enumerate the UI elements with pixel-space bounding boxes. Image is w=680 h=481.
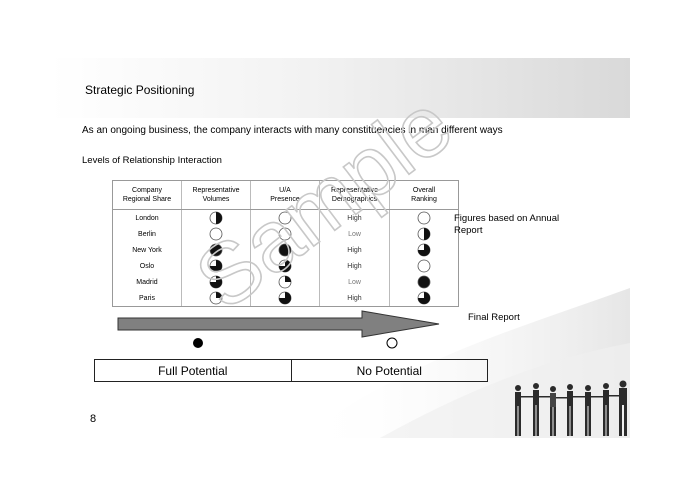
harvey-ball-icon xyxy=(209,211,223,225)
volumes-cell xyxy=(181,274,251,290)
city-cell: Berlin xyxy=(112,226,182,242)
harvey-ball-icon xyxy=(417,291,431,305)
ranking-cell xyxy=(389,209,459,226)
harvey-ball-icon xyxy=(417,227,431,241)
demographics-cell: Low xyxy=(319,274,390,290)
presence-cell xyxy=(250,274,320,290)
slide-subtitle: As an ongoing business, the company inte… xyxy=(82,125,503,136)
ranking-cell xyxy=(389,258,459,274)
ranking-cell xyxy=(389,274,459,290)
harvey-ball-icon xyxy=(209,275,223,289)
demographics-cell: Low xyxy=(319,226,390,242)
harvey-ball-icon xyxy=(209,227,223,241)
harvey-ball-icon xyxy=(417,243,431,257)
figures-note: Figures based on Annual Report xyxy=(454,213,560,236)
harvey-ball-icon xyxy=(278,291,292,305)
harvey-ball-icon xyxy=(278,227,292,241)
volumes-cell xyxy=(181,209,251,226)
city-cell: London xyxy=(112,209,182,226)
table-row: London High xyxy=(112,209,459,226)
harvey-ball-icon xyxy=(278,211,292,225)
harvey-ball-icon xyxy=(209,259,223,273)
volumes-cell xyxy=(181,226,251,242)
presence-cell xyxy=(250,209,320,226)
harvey-ball-icon xyxy=(417,259,431,273)
presence-cell xyxy=(250,258,320,274)
table-row: New York High xyxy=(112,242,459,258)
page-number: 8 xyxy=(90,413,97,425)
slide: Strategic Positioning As an ongoing busi… xyxy=(50,58,630,438)
city-cell: Oslo xyxy=(112,258,182,274)
presence-cell xyxy=(250,290,320,307)
levels-label: Levels of Relationship Interaction xyxy=(82,155,222,166)
city-cell: Paris xyxy=(112,290,182,307)
harvey-ball-icon xyxy=(278,243,292,257)
table-row: Madrid Low xyxy=(112,274,459,290)
presence-cell xyxy=(250,242,320,258)
full-dot-icon xyxy=(193,338,203,348)
final-report-label: Final Report xyxy=(468,312,520,323)
harvey-ball-icon xyxy=(417,211,431,225)
volumes-cell xyxy=(181,258,251,274)
demographics-cell: High xyxy=(319,258,390,274)
full-potential-label: Full Potential xyxy=(95,360,292,381)
potential-scale: Full Potential No Potential xyxy=(94,359,488,382)
city-cell: Madrid xyxy=(112,274,182,290)
harvey-ball-icon xyxy=(278,259,292,273)
table-row: Berlin Low xyxy=(112,226,459,242)
ranking-cell xyxy=(389,290,459,307)
harvey-ball-icon xyxy=(209,243,223,257)
harvey-ball-icon xyxy=(278,275,292,289)
table-row: Oslo High xyxy=(112,258,459,274)
progress-arrow xyxy=(117,310,440,338)
volumes-cell xyxy=(181,290,251,307)
header-band xyxy=(50,58,630,118)
ranking-cell xyxy=(389,242,459,258)
slide-title: Strategic Positioning xyxy=(85,83,195,97)
demographics-cell: High xyxy=(319,242,390,258)
table-row: Paris High xyxy=(112,290,459,307)
ranking-cell xyxy=(389,226,459,242)
harvey-ball-icon xyxy=(417,275,431,289)
harvey-ball-icon xyxy=(209,291,223,305)
no-potential-label: No Potential xyxy=(356,363,422,378)
presence-cell xyxy=(250,226,320,242)
demographics-cell: High xyxy=(319,209,390,226)
volumes-cell xyxy=(181,242,251,258)
business-people-image xyxy=(515,380,627,436)
demographics-cell: High xyxy=(319,290,390,307)
city-cell: New York xyxy=(112,242,182,258)
empty-dot-icon xyxy=(386,337,398,349)
